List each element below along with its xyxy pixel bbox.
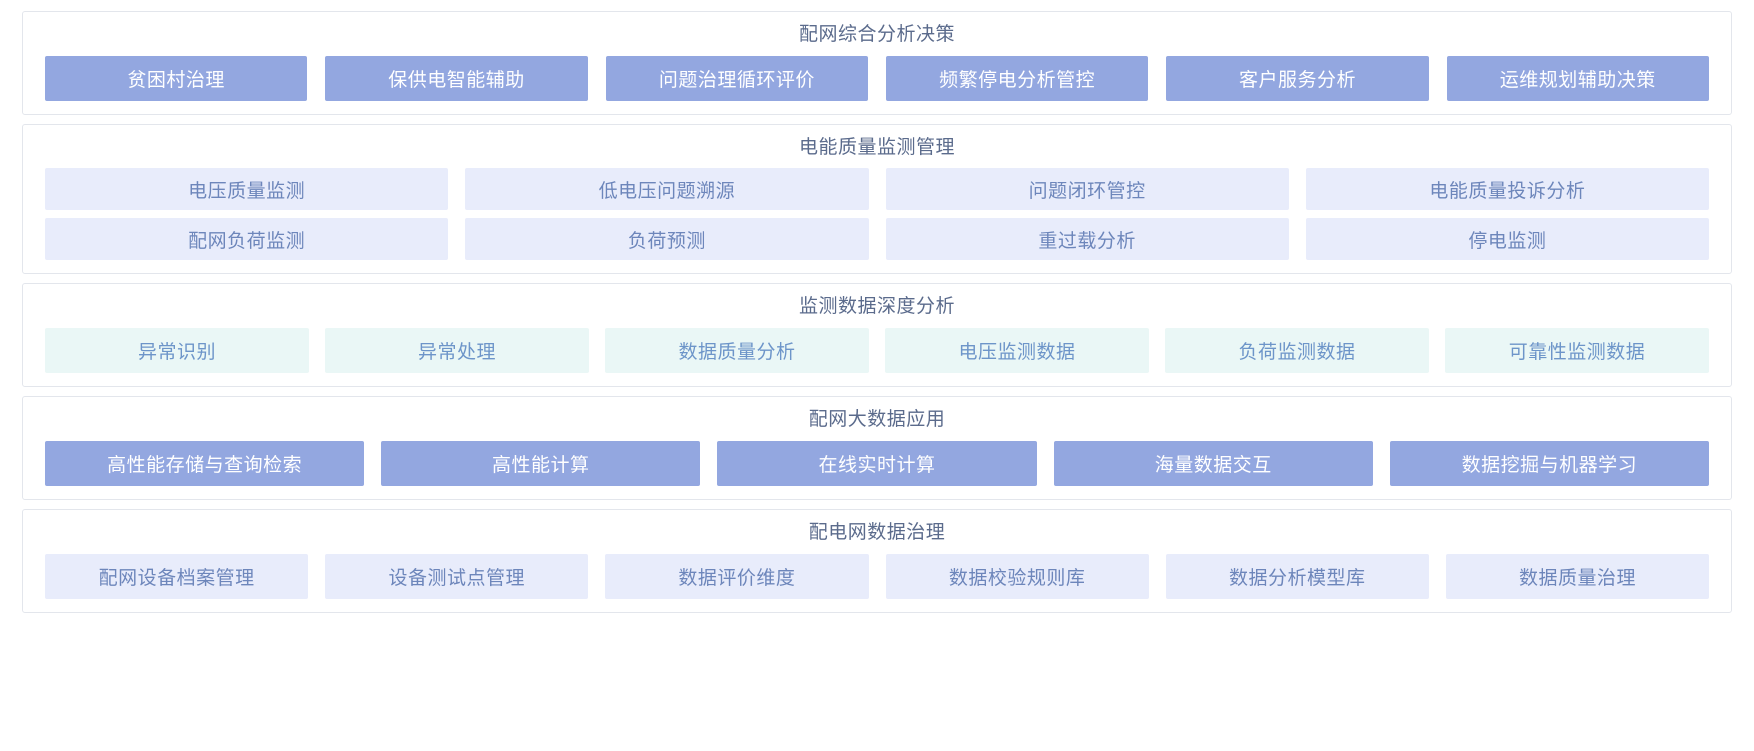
module-tile[interactable]: 高性能计算 bbox=[381, 441, 701, 486]
module-tile[interactable]: 电压监测数据 bbox=[885, 328, 1149, 373]
section-panel: 配网大数据应用高性能存储与查询检索高性能计算在线实时计算海量数据交互数据挖掘与机… bbox=[22, 396, 1732, 500]
section-title: 配网综合分析决策 bbox=[798, 24, 955, 45]
module-tile[interactable]: 配网负荷监测 bbox=[45, 218, 449, 260]
module-tile[interactable]: 停电监测 bbox=[1305, 218, 1709, 260]
section-panel: 监测数据深度分析异常识别异常处理数据质量分析电压监测数据负荷监测数据可靠性监测数… bbox=[22, 283, 1732, 387]
module-tile[interactable]: 数据评价维度 bbox=[605, 554, 869, 599]
section-title: 配电网数据治理 bbox=[808, 522, 946, 543]
section-title: 配网大数据应用 bbox=[808, 409, 946, 430]
module-tile[interactable]: 数据挖掘与机器学习 bbox=[1389, 441, 1710, 486]
tile-row: 贫困村治理保供电智能辅助问题治理循环评价频繁停电分析管控客户服务分析运维规划辅助… bbox=[45, 56, 1709, 101]
module-tile[interactable]: 贫困村治理 bbox=[45, 56, 308, 101]
module-tile[interactable]: 数据分析模型库 bbox=[1165, 554, 1429, 599]
module-tile[interactable]: 异常识别 bbox=[45, 328, 309, 373]
module-tile[interactable]: 负荷监测数据 bbox=[1165, 328, 1429, 373]
section-panel: 配网综合分析决策贫困村治理保供电智能辅助问题治理循环评价频繁停电分析管控客户服务… bbox=[22, 11, 1732, 115]
module-tile[interactable]: 运维规划辅助决策 bbox=[1446, 56, 1709, 101]
module-tile[interactable]: 数据质量分析 bbox=[605, 328, 869, 373]
section-panel: 电能质量监测管理电压质量监测低电压问题溯源问题闭环管控电能质量投诉分析配网负荷监… bbox=[22, 124, 1732, 274]
module-tile[interactable]: 客户服务分析 bbox=[1166, 56, 1429, 101]
tile-row: 配网设备档案管理设备测试点管理数据评价维度数据校验规则库数据分析模型库数据质量治… bbox=[45, 554, 1710, 599]
section-title: 电能质量监测管理 bbox=[798, 137, 955, 158]
module-tile[interactable]: 配网设备档案管理 bbox=[45, 554, 309, 599]
module-tile[interactable]: 海量数据交互 bbox=[1053, 441, 1373, 486]
module-tile[interactable]: 可靠性监测数据 bbox=[1445, 328, 1709, 373]
module-tile[interactable]: 在线实时计算 bbox=[717, 441, 1037, 486]
module-tile[interactable]: 负荷预测 bbox=[465, 218, 869, 260]
module-tile[interactable]: 问题治理循环评价 bbox=[605, 56, 868, 101]
module-tile[interactable]: 设备测试点管理 bbox=[325, 554, 589, 599]
module-tile[interactable]: 保供电智能辅助 bbox=[325, 56, 588, 101]
module-tile[interactable]: 重过载分析 bbox=[885, 218, 1289, 260]
module-tile[interactable]: 数据校验规则库 bbox=[885, 554, 1149, 599]
tile-row: 高性能存储与查询检索高性能计算在线实时计算海量数据交互数据挖掘与机器学习 bbox=[45, 441, 1710, 486]
module-tile[interactable]: 异常处理 bbox=[325, 328, 589, 373]
tile-row: 配网负荷监测负荷预测重过载分析停电监测 bbox=[45, 218, 1709, 260]
module-tile[interactable]: 频繁停电分析管控 bbox=[885, 56, 1149, 101]
module-tile[interactable]: 数据质量治理 bbox=[1445, 554, 1710, 599]
section-title: 监测数据深度分析 bbox=[798, 296, 955, 317]
module-tile[interactable]: 低电压问题溯源 bbox=[465, 168, 869, 210]
section-panel: 配电网数据治理配网设备档案管理设备测试点管理数据评价维度数据校验规则库数据分析模… bbox=[22, 509, 1732, 613]
tile-row: 电压质量监测低电压问题溯源问题闭环管控电能质量投诉分析 bbox=[45, 168, 1709, 210]
module-tile[interactable]: 电压质量监测 bbox=[45, 168, 449, 210]
tile-row: 异常识别异常处理数据质量分析电压监测数据负荷监测数据可靠性监测数据 bbox=[45, 328, 1709, 373]
module-tile[interactable]: 高性能存储与查询检索 bbox=[45, 441, 365, 486]
module-tile[interactable]: 问题闭环管控 bbox=[885, 168, 1289, 210]
module-tile[interactable]: 电能质量投诉分析 bbox=[1305, 168, 1709, 210]
